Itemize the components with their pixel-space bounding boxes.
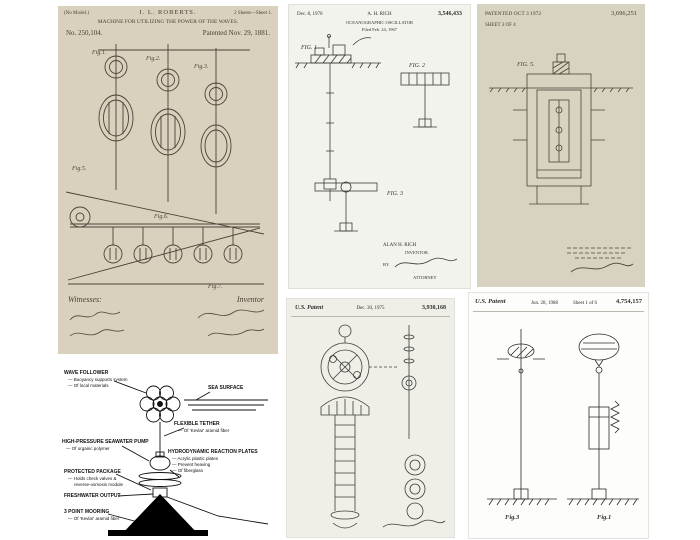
wave-follower-note-1: — Buoyancy supports system <box>68 377 128 382</box>
patent-date: Dec. 8, 1970 <box>297 12 323 17</box>
patent-date: Patented Nov. 29, 1881. <box>202 29 270 37</box>
flexible-tether-note: — Of 'Kevlar' aramid fiber <box>178 428 230 433</box>
patented-date: PATENTED OCT 3 1972 <box>485 11 542 17</box>
mooring-label: 3 POINT MOORING <box>64 509 110 515</box>
mooring-note: — Of 'Kevlar' aramid fiber <box>68 516 120 521</box>
patent-number: 3,546,433 <box>438 11 462 17</box>
fig-label-7: Fig.7. <box>208 284 223 290</box>
inventor-label: Inventor <box>236 295 264 304</box>
patent-date: Jun. 28, 1988 <box>531 301 558 306</box>
panel-4754157: U.S. Patent Jun. 28, 1988 Sheet 1 of 6 4… <box>468 292 649 539</box>
patent-title: OCEANOGRAPHIC OSCILLATOR <box>345 20 414 25</box>
freshwater-output-label: FRESHWATER OUTPUT <box>64 493 121 499</box>
attorney-signature <box>394 257 458 268</box>
fig-label-3: Fig.3 <box>505 514 520 521</box>
fig-label-5: FIG. 5. <box>517 62 535 68</box>
patent-number: 3,696,251 <box>611 10 637 17</box>
p3930168-drawing <box>320 324 446 529</box>
panel-3930168: U.S. Patent Dec. 30, 1975 3,930,168 <box>286 298 455 538</box>
fig-label-2: Fig.2. <box>146 56 161 62</box>
wave-follower-label: WAVE FOLLOWER <box>64 370 109 376</box>
header-rule <box>291 316 450 317</box>
patent-title: MACHINE FOR UTILIZING THE POWER OF THE W… <box>97 19 239 25</box>
signatures-drawing <box>69 309 265 337</box>
attorney-label: ATTORNEY <box>413 275 437 280</box>
reaction-plates-label: HYDRODYNAMIC REACTION PLATES <box>168 449 258 455</box>
protected-package-note-2: reverse-osmosis module <box>74 482 124 487</box>
fig-label-3: Fig.3. <box>194 64 209 70</box>
fig-label-1: Fig.1 <box>597 514 612 521</box>
fig-label-2: FIG. 2 <box>409 63 425 69</box>
header-rule <box>473 311 644 312</box>
fig-label-3: FIG. 3 <box>387 191 403 197</box>
by-label: BY <box>383 262 390 267</box>
us-patent-header: U.S. Patent <box>295 305 324 311</box>
sea-surface-label: SEA SURFACE <box>208 385 244 391</box>
fig-label-5: Fig.5. <box>72 166 87 172</box>
fig-label-1: FIG. 1 <box>301 45 317 51</box>
us-patent-header: U.S. Patent <box>475 298 506 305</box>
flexible-tether-label: FLEXIBLE TETHER <box>174 421 220 427</box>
inventor-name-header: A. H. RICH <box>367 12 392 17</box>
inventor-name-header: I. L. ROBERTS. <box>139 9 197 16</box>
fig-label-1: Fig.1. <box>92 50 107 56</box>
pump-note: — Of organic polymer <box>66 446 110 451</box>
p3696251-drawing <box>489 53 633 205</box>
inventors-signature-block <box>567 247 634 273</box>
wave-follower-note-2: — Of local materials <box>68 383 109 388</box>
panel-roberts-1881: (No Model.) I. L. ROBERTS. 2 Sheets—Shee… <box>58 6 278 354</box>
no-model-note: (No Model.) <box>64 11 89 16</box>
witnesses-label: Witnesses: <box>68 295 102 304</box>
panel-3696251: PATENTED OCT 3 1972 3,696,251 SHEET 3 OF… <box>477 4 645 287</box>
panel-delbuoy-diagram: WAVE FOLLOWER — Buoyancy supports system… <box>58 366 272 536</box>
reaction-plates-note-2: — Prevent heaving <box>172 462 211 467</box>
protected-package-note-1: — Holds check valves & <box>68 476 117 481</box>
reaction-plates-note-3: — Of fiberglass <box>172 468 204 473</box>
protected-package-label: PROTECTED PACKAGE <box>64 469 121 475</box>
filed-date: Filed Feb. 24, 1967 <box>361 27 398 32</box>
patent-number: No. 250,104. <box>66 29 103 37</box>
rich-patent-drawing <box>295 34 450 232</box>
p4754157-drawing <box>487 329 639 506</box>
patent-number: 4,754,157 <box>616 298 642 305</box>
delbuoy-drawing <box>107 380 269 536</box>
inventor-name-footer: ALAN H. RICH <box>383 243 417 248</box>
sheet-note: Sheet 1 of 6 <box>573 301 598 306</box>
inventor-label: INVENTOR. <box>405 250 430 255</box>
patent-date: Dec. 30, 1975 <box>356 306 385 311</box>
sheet-note: SHEET 3 OF 4 <box>485 23 516 28</box>
patent-number: 3,930,168 <box>422 305 446 311</box>
pump-label: HIGH-PRESSURE SEAWATER PUMP <box>62 439 149 445</box>
fig-label-6: Fig.6. <box>154 214 169 220</box>
roberts-patent-drawing <box>65 44 265 285</box>
reaction-plates-note-1: — Acrylic plastic plates <box>172 456 219 461</box>
panel-rich-1970: Dec. 8, 1970 A. H. RICH 3,546,433 OCEANO… <box>288 4 471 289</box>
sheet-note: 2 Sheets—Sheet 1. <box>234 11 272 16</box>
